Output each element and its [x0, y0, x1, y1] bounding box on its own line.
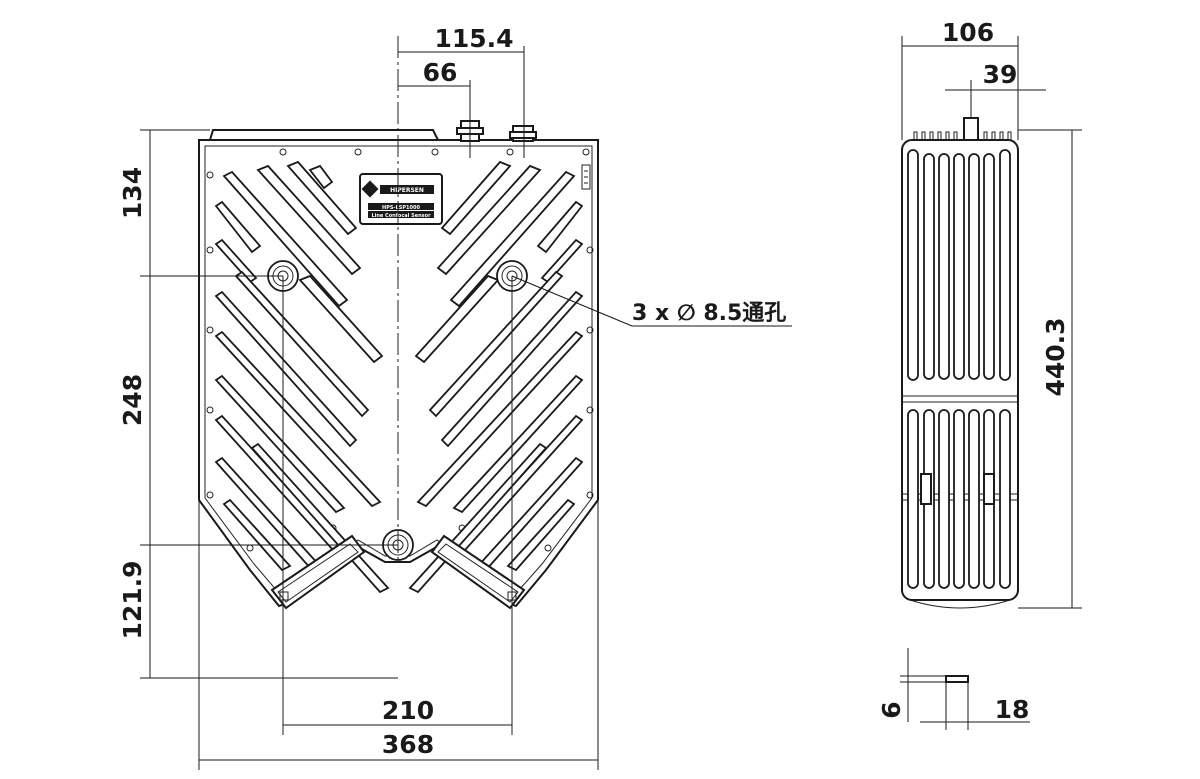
dim-side-connector: 39	[983, 60, 1018, 89]
side-base	[909, 599, 1011, 609]
dim-detail-thickness: 6	[877, 701, 906, 718]
nameplate-product: Line Confocal Sensor	[371, 213, 431, 219]
dim-left-top: 134	[118, 167, 147, 219]
side-slots-upper	[907, 149, 1011, 381]
nameplate-model: HPS-LSP1000	[382, 205, 420, 211]
dim-top-inner: 66	[423, 58, 458, 87]
dim-top-outer: 115.4	[434, 24, 513, 53]
side-dimensions: 106 39 440.3	[901, 18, 1082, 609]
dim-side-width: 106	[942, 18, 994, 47]
front-slots-left	[214, 160, 390, 594]
side-clip-right	[983, 473, 995, 505]
status-led-strip	[581, 164, 591, 190]
side-connector	[963, 117, 979, 141]
detail-part	[945, 675, 969, 683]
front-view: HIPERSEN HPS-LSP1000 Line Confocal Senso…	[198, 36, 599, 735]
nameplate: HIPERSEN HPS-LSP1000 Line Confocal Senso…	[359, 173, 443, 225]
dim-left-bottom: 121.9	[118, 560, 147, 639]
front-top-rail	[208, 129, 440, 141]
side-slots-lower	[907, 409, 1011, 589]
detail-view: 6 18	[877, 648, 1030, 730]
front-connector-right	[509, 125, 537, 142]
dim-side-height: 440.3	[1041, 317, 1070, 396]
hole-callout: 3 x ∅ 8.5通孔	[632, 301, 786, 326]
front-window-right	[430, 534, 526, 610]
side-view	[901, 117, 1019, 609]
dim-bottom-outer: 368	[382, 730, 434, 759]
side-clip-left	[920, 473, 932, 505]
front-dimensions: 115.4 66 134 248 121.9 210 368 3 x ∅ 8.5…	[118, 24, 792, 770]
dim-left-mid: 248	[118, 374, 147, 426]
dim-detail-width: 18	[995, 695, 1030, 724]
dim-bottom-inner: 210	[382, 696, 434, 725]
nameplate-brand: HIPERSEN	[390, 187, 424, 194]
